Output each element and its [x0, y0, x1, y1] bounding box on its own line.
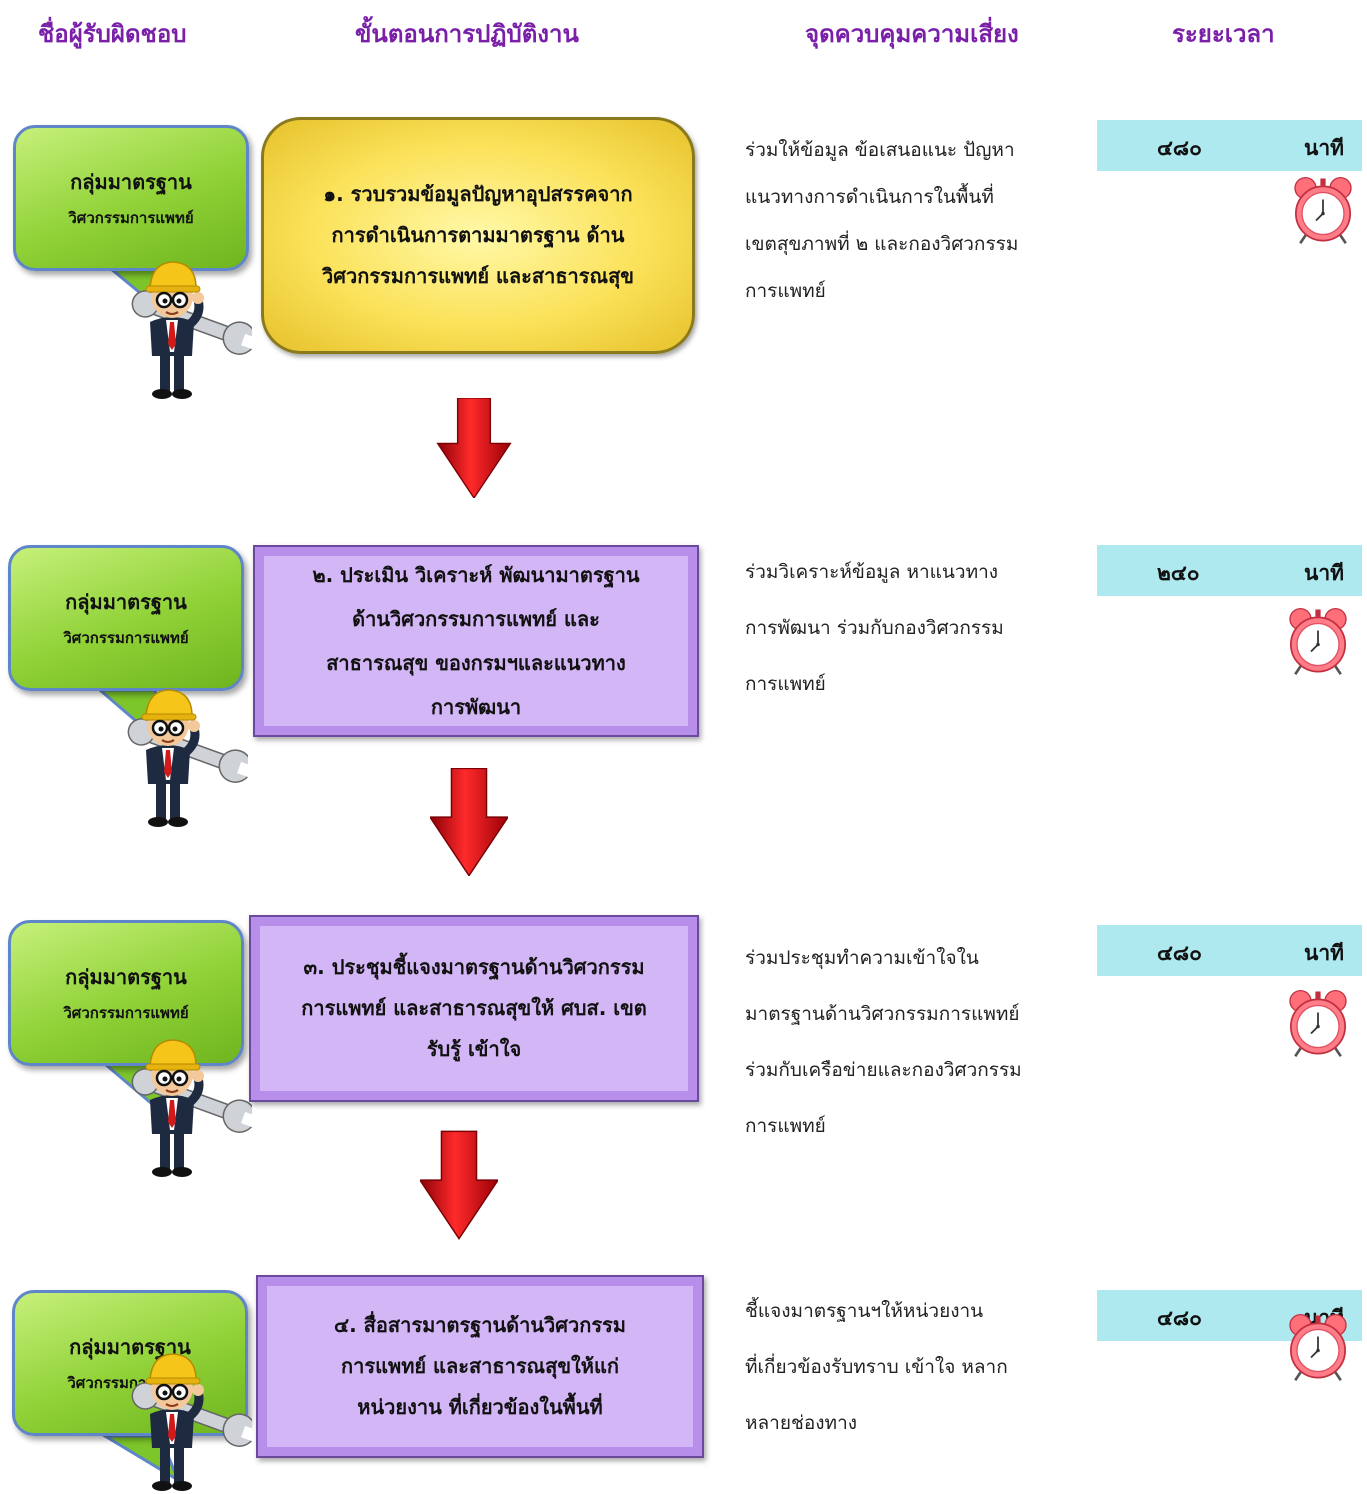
engineer-with-wrench-icon	[122, 252, 252, 402]
step-text-line: วิศวกรรมการแพทย์ และสาธารณสุข	[322, 264, 634, 288]
risk-text-line: หลายช่องทาง	[745, 1412, 858, 1434]
responsible-division: วิศวกรรมการแพทย์	[63, 629, 189, 647]
risk-text-line: ร่วมประชุมทำความเข้าใจใน	[745, 947, 979, 969]
step-text-line: การแพทย์ และสาธารณสุขให้แก่	[341, 1354, 619, 1378]
duration-unit: นาที	[1304, 136, 1344, 160]
risk-text-line: แนวทางการดำเนินการในพื้นที่	[745, 186, 994, 208]
step-text-line: ๑. รวบรวมข้อมูลปัญหาอุปสรรคจาก	[323, 182, 633, 206]
step-text-line: การดำเนินการตามมาตรฐาน ด้าน	[331, 223, 625, 247]
alarm-clock-icon	[1283, 606, 1353, 676]
risk-text-line: เขตสุขภาพที่ ๒ และกองวิศวกรรม	[745, 233, 1019, 255]
risk-text-line: การแพทย์	[745, 1115, 826, 1137]
step-box-1: ๑. รวบรวมข้อมูลปัญหาอุปสรรคจาก การดำเนิน…	[261, 117, 695, 354]
engineer-with-wrench-icon	[118, 680, 248, 830]
header-risk-control: จุดควบคุมความเสี่ยง	[805, 20, 1019, 48]
step-text-line: ๔. สื่อสารมาตรฐานด้านวิศวกรรม	[333, 1313, 626, 1337]
risk-text-line: ร่วมให้ข้อมูล ข้อเสนอแนะ ปัญหา	[745, 139, 1015, 161]
risk-text-line: การแพทย์	[745, 673, 826, 695]
step-text-line: การแพทย์ และสาธารณสุขให้ ศบส. เขต	[301, 996, 647, 1020]
down-arrow-icon	[420, 1130, 498, 1240]
duration-value: ๒๔๐	[1157, 561, 1200, 585]
risk-text-line: การแพทย์	[745, 280, 826, 302]
duration-bar-1: ๔๘๐ นาที	[1097, 120, 1362, 171]
responsible-group: กลุ่มมาตรฐาน	[70, 170, 192, 194]
down-arrow-icon	[435, 398, 513, 498]
step-box-4: ๔. สื่อสารมาตรฐานด้านวิศวกรรม การแพทย์ แ…	[256, 1275, 704, 1458]
risk-text-line: ชี้แจงมาตรฐานฯให้หน่วยงาน	[745, 1300, 984, 1322]
duration-bar-2: ๒๔๐ นาที	[1097, 545, 1362, 596]
responsible-bubble: กลุ่มมาตรฐาน วิศวกรรมการแพทย์	[8, 545, 244, 691]
step-text-line: ๓. ประชุมชี้แจงมาตรฐานด้านวิศวกรรม	[303, 955, 645, 979]
step-text-line: รับรู้ เข้าใจ	[426, 1037, 522, 1061]
responsible-group: กลุ่มมาตรฐาน	[65, 590, 187, 614]
header-duration: ระยะเวลา	[1172, 20, 1275, 48]
alarm-clock-icon	[1283, 988, 1353, 1058]
duration-value: ๔๘๐	[1157, 136, 1202, 160]
alarm-clock-icon	[1283, 1312, 1353, 1382]
alarm-clock-icon	[1288, 175, 1358, 245]
engineer-with-wrench-icon	[122, 1030, 252, 1180]
responsible-group: กลุ่มมาตรฐาน	[65, 965, 187, 989]
risk-text-line: มาตรฐานด้านวิศวกรรมการแพทย์	[745, 1003, 1020, 1025]
risk-text-line: การพัฒนา ร่วมกับกองวิศวกรรม	[745, 617, 1004, 639]
duration-value: ๔๘๐	[1157, 941, 1202, 965]
step-text-line: การพัฒนา	[430, 695, 522, 719]
duration-unit: นาที	[1304, 561, 1344, 585]
engineer-with-wrench-icon	[122, 1344, 252, 1494]
responsible-division: วิศวกรรมการแพทย์	[63, 1004, 189, 1022]
step-box-2: ๒. ประเมิน วิเคราะห์ พัฒนามาตรฐาน ด้านวิ…	[253, 545, 699, 737]
duration-bar-3: ๔๘๐ นาที	[1097, 925, 1362, 976]
step-text-line: ด้านวิศวกรรมการแพทย์ และ	[352, 607, 600, 631]
risk-control-4: ชี้แจงมาตรฐานฯให้หน่วยงาน ที่เกี่ยวข้องร…	[745, 1283, 1105, 1451]
step-text-line: สาธารณสุข ของกรมฯและแนวทาง	[326, 651, 626, 675]
step-text-line: ๒. ประเมิน วิเคราะห์ พัฒนามาตรฐาน	[312, 563, 640, 587]
risk-control-1: ร่วมให้ข้อมูล ข้อเสนอแนะ ปัญหา แนวทางการ…	[745, 127, 1105, 315]
header-responsible: ชื่อผู้รับผิดชอบ	[38, 20, 187, 48]
down-arrow-icon	[430, 768, 508, 876]
risk-control-3: ร่วมประชุมทำความเข้าใจใน มาตรฐานด้านวิศว…	[745, 930, 1105, 1154]
risk-text-line: ร่วมวิเคราะห์ข้อมูล หาแนวทาง	[745, 561, 999, 583]
risk-text-line: ที่เกี่ยวข้องรับทราบ เข้าใจ หลาก	[745, 1356, 1008, 1378]
duration-value: ๔๘๐	[1157, 1306, 1202, 1330]
step-box-3: ๓. ประชุมชี้แจงมาตรฐานด้านวิศวกรรม การแพ…	[249, 915, 699, 1102]
duration-unit: นาที	[1304, 941, 1344, 965]
risk-control-2: ร่วมวิเคราะห์ข้อมูล หาแนวทาง การพัฒนา ร่…	[745, 544, 1105, 712]
header-procedure: ขั้นตอนการปฏิบัติงาน	[355, 20, 579, 48]
responsible-bubble: กลุ่มมาตรฐาน วิศวกรรมการแพทย์	[13, 125, 249, 271]
risk-text-line: ร่วมกับเครือข่ายและกองวิศวกรรม	[745, 1059, 1022, 1081]
step-text-line: หน่วยงาน ที่เกี่ยวข้องในพื้นที่	[357, 1395, 603, 1419]
responsible-division: วิศวกรรมการแพทย์	[68, 209, 194, 227]
responsible-bubble: กลุ่มมาตรฐาน วิศวกรรมการแพทย์	[8, 920, 244, 1066]
